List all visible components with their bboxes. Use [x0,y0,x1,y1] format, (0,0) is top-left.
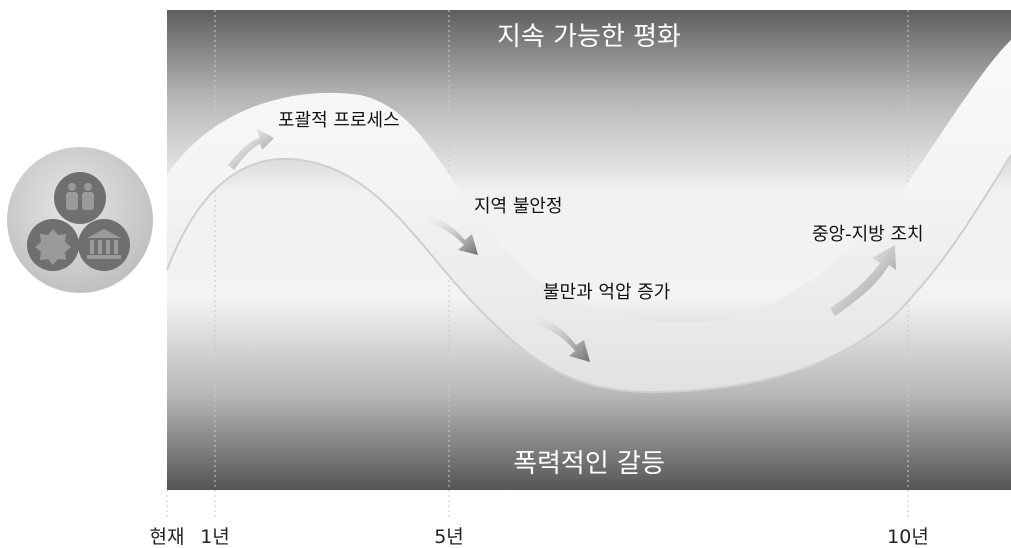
timeline-now: 현재 [150,526,185,548]
emblem [7,147,153,293]
top-label: 지속 가능한 평화 [497,22,681,52]
stage-inclusive-process: 포괄적 프로세스 [278,110,400,131]
gear-icon [35,229,71,265]
arrow-inclusive-process [228,128,274,170]
stage-regional-instability: 지역 불안정 [474,196,563,217]
arrow-regional-instability [425,213,478,255]
arrow-central-local-measures [830,245,896,316]
timeline-year10: 10년 [887,526,929,548]
arrow-grievance-repression [528,312,590,362]
stage-central-local-measures: 중앙-지방 조치 [812,224,924,245]
people-icon-circle [54,172,106,224]
bottom-label: 폭력적인 갈등 [513,449,665,479]
timeline-year5: 5년 [434,526,464,548]
ribbon-shadow-edge [166,154,1011,394]
building-icon-circle [78,219,130,271]
trajectory-ribbon [167,40,1011,393]
timeline-year1: 1년 [200,526,230,548]
government-building-icon [87,229,121,259]
stage-grievance-repression: 불만과 억압 증가 [543,282,670,303]
people-icon [66,183,94,210]
